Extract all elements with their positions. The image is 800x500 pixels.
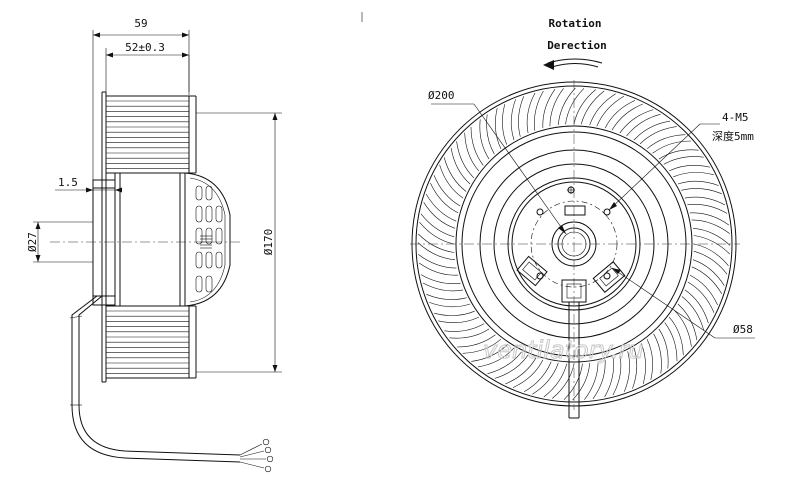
dim-total-width: 59 [134,17,147,30]
rotation-label-1: Rotation [549,17,602,30]
upper-impeller-blades [106,100,189,169]
side-view: 59 52±0.3 [26,17,282,473]
watermark: ventilatory.ru [483,336,644,364]
lower-impeller-blades [106,310,189,374]
cable-wires [239,438,274,473]
impeller-blades-front [417,87,731,401]
mount-depth-label: 深度5mm [712,129,754,143]
dim-inner-width: 52±0.3 [125,41,165,54]
dim-hub-dia: Ø58 [733,323,753,336]
dim-offset: 1.5 [58,176,78,189]
dim-outer-dia: Ø200 [428,89,455,102]
rotation-arrow-icon [543,58,603,70]
rotation-label-2: Derection [547,39,607,52]
dim-wheel-dia: Ø170 [262,229,275,256]
mount-holes-label: 4-M5 [722,111,749,124]
motor-dome-vents [195,185,223,293]
dim-shaft-dia: Ø27 [26,232,39,252]
front-view: Rotation Derection [410,17,755,419]
